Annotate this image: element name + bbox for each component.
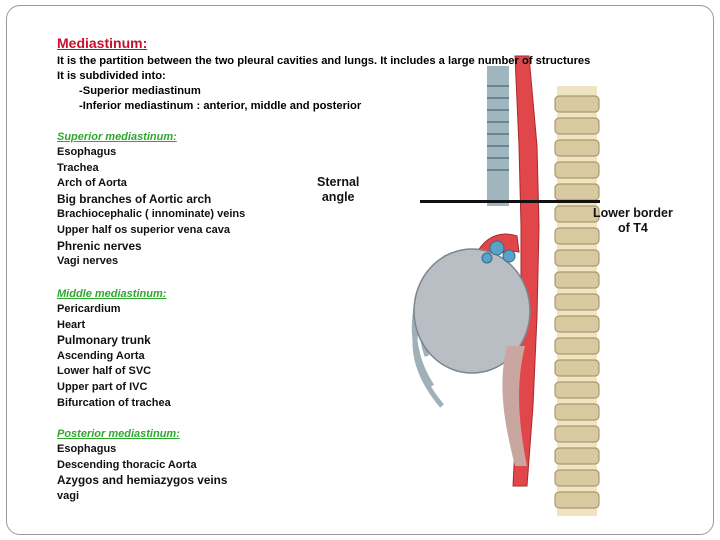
list-item: Upper part of IVC [57,380,148,393]
intro-line-1: It is the partition between the two pleu… [57,55,591,67]
intro-line-2: It is subdivided into: [57,70,166,82]
lower-border-line-2: of T4 [618,221,648,235]
list-item: Arch of Aorta [57,177,127,190]
superior-heading: Superior mediastinum: [57,131,177,143]
heart-shape [413,248,531,374]
list-item: Bifurcation of trachea [57,396,171,409]
lower-border-line-1: Lower border [593,206,673,220]
list-item: Big branches of Aortic arch [57,191,212,206]
lower-border-t4-label: Lower border of T4 [593,206,673,236]
mediastinum-illustration [411,55,600,516]
intro-sub-2: -Inferior mediastinum : anterior, middle… [79,100,362,112]
page-title: Mediastinum: [57,35,148,51]
list-item: Phrenic nerves [57,238,142,253]
list-item: Esophagus [57,443,117,455]
list-item: Vagi nerves [57,255,119,268]
list-item: Esophagus [57,146,117,158]
middle-section: Middle mediastinum: Pericardium Heart Pu… [57,286,171,411]
vertebral-column [554,86,600,516]
list-item: Lower half of SVC [57,365,152,378]
list-item: vagi [57,489,80,502]
sternal-angle-line-1: Sternal [317,175,360,189]
list-item: Heart [57,318,86,331]
trachea-rings [487,85,509,171]
esophagus-shape [502,346,527,466]
intro-sub-1: -Superior mediastinum [79,85,201,97]
list-item: Descending thoracic Aorta [57,458,197,471]
sternal-angle-line-2: angle [321,190,355,204]
superior-section: Superior mediastinum: Esophagus Trachea … [57,129,245,270]
list-item: Brachiocephalic ( innominate) veins [57,208,246,221]
posterior-section: Posterior mediastinum: Esophagus Descend… [57,426,227,504]
list-item: Upper half os superior vena cava [57,223,231,236]
sternal-angle-label: Sternal angle [317,175,359,205]
list-item: Pulmonary trunk [57,333,151,348]
sternal-angle-line [420,200,600,203]
slide: Mediastinum: It is the partition between… [6,5,714,535]
list-item: Azygos and hemiazygos veins [57,473,228,488]
posterior-heading: Posterior mediastinum: [57,428,180,440]
intro-block: It is the partition between the two pleu… [57,54,590,114]
great-vessels [481,240,516,264]
list-item: Pericardium [57,303,121,315]
list-item: Trachea [57,161,99,174]
list-item: Ascending Aorta [57,349,145,362]
middle-heading: Middle mediastinum: [57,288,167,300]
